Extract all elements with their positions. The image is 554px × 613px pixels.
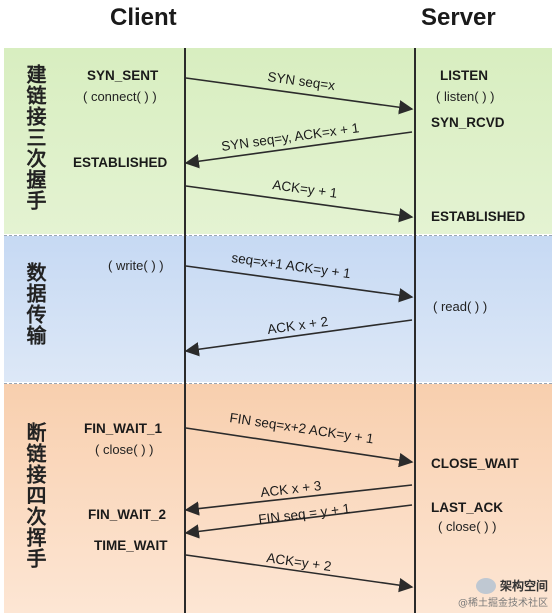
server-state-last-ack: LAST_ACK: [431, 500, 504, 515]
arrow-ack: [185, 185, 414, 223]
client-state-established: ESTABLISHED: [73, 155, 168, 170]
wechat-logo-icon: [475, 578, 496, 594]
msg-ack: ACK=y + 1: [272, 177, 339, 201]
msg-fin-1: FIN seq=x+2 ACK=y + 1: [229, 410, 375, 446]
msg-data-ack: ACK x + 2: [266, 314, 329, 337]
arrow-ack-fin-2: [185, 554, 414, 593]
server-state-close-wait: CLOSE_WAIT: [431, 456, 519, 471]
arrow-fin-2: [184, 504, 413, 539]
client-state-time-wait: TIME_WAIT: [94, 538, 168, 553]
server-call-listen: ( listen( ) ): [436, 89, 495, 104]
server-state-listen: LISTEN: [440, 68, 489, 83]
client-state-fin-wait-2: FIN_WAIT_2: [88, 507, 167, 522]
msg-data: seq=x+1 ACK=y + 1: [231, 250, 352, 281]
phase-label-handshake: 建链接三次握手: [23, 64, 47, 211]
server-header: Server: [421, 4, 496, 31]
watermark: 架构空间 @稀土掘金技术社区: [458, 577, 548, 609]
server-state-syn-rcvd: SYN_RCVD: [431, 115, 505, 130]
server-state-established: ESTABLISHED: [431, 209, 526, 224]
arrow-ack-fin-1: [184, 484, 413, 516]
server-call-close: ( close( ) ): [438, 519, 497, 534]
arrow-data-ack: [184, 319, 413, 357]
server-call-read: ( read( ) ): [433, 299, 488, 314]
server-lifeline: [414, 48, 416, 613]
phase-label-transfer: 数据传输: [23, 262, 47, 346]
arrow-syn-ack: [184, 131, 413, 169]
client-call-connect: ( connect( ) ): [83, 89, 157, 104]
phase-label-teardown: 断链接四次挥手: [23, 422, 47, 569]
client-state-fin-wait-1: FIN_WAIT_1: [84, 421, 163, 436]
arrow-fin-1: [185, 427, 414, 468]
watermark-title: 架构空间: [499, 578, 548, 593]
client-lifeline: [184, 48, 186, 613]
band-separator: [4, 235, 552, 236]
watermark-sub: @稀土掘金技术社区: [458, 598, 548, 609]
msg-fin-2: FIN seq = y + 1: [258, 501, 351, 527]
arrow-syn: [185, 77, 414, 115]
band-separator: [4, 383, 552, 384]
handshake-band: [4, 48, 552, 234]
msg-syn: SYN seq=x: [267, 69, 337, 93]
teardown-band: [4, 384, 552, 613]
client-header: Client: [110, 4, 177, 31]
arrow-data: [185, 265, 414, 303]
client-call-close: ( close( ) ): [95, 442, 154, 457]
client-state-syn-sent: SYN_SENT: [87, 68, 159, 83]
msg-ack-fin-1: ACK x + 3: [260, 478, 322, 500]
data-transfer-band: [4, 236, 552, 382]
client-call-write: ( write( ) ): [108, 258, 164, 273]
